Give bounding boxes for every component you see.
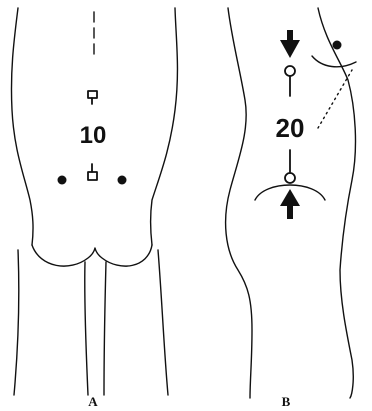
dimple-left [58, 176, 67, 185]
shoulder-dot [333, 41, 342, 50]
arrow-up-icon [280, 189, 300, 219]
arm-curve [312, 56, 356, 67]
panel-a-figure [11, 8, 177, 395]
panel-b-measurement: 20 [276, 113, 305, 143]
marker-circle-upper [285, 66, 295, 76]
back-right-outline [151, 8, 178, 245]
panel-a-label: A [88, 394, 98, 409]
leg-left-outer [14, 250, 19, 395]
leg-right-inner [104, 262, 106, 395]
side-front-outline [226, 8, 252, 398]
marker-circle-lower [285, 173, 295, 183]
buttocks-outline [32, 245, 152, 266]
back-left-outline [11, 8, 33, 245]
arrow-down-icon [280, 30, 300, 58]
panel-a-measurement: 10 [80, 122, 107, 149]
leg-right-outer [158, 250, 168, 395]
dotted-diagonal [318, 70, 352, 128]
marker-square-upper [88, 91, 97, 98]
panel-b-label: B [282, 394, 291, 409]
leg-left-inner [85, 262, 88, 395]
marker-square-lower [88, 172, 97, 180]
dimple-right [118, 176, 127, 185]
